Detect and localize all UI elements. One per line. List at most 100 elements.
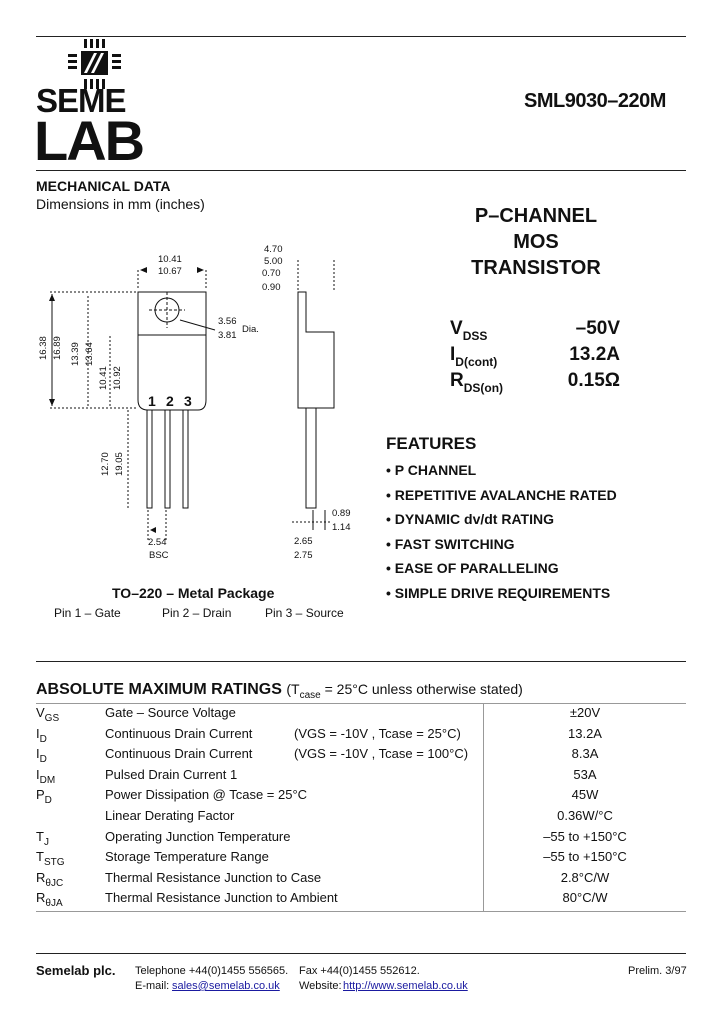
rating-description: Gate – Source Voltage (105, 705, 236, 720)
ratings-header-rule (36, 703, 686, 704)
dim-h-total-a: 16.38 (38, 336, 49, 360)
rating-value: 80°C/W (562, 890, 608, 906)
rating-description: Linear Derating Factor (105, 807, 235, 823)
footer-website-label: Website: (299, 980, 342, 992)
footer-company: Semelab plc. (36, 963, 116, 978)
footer-rule (36, 953, 686, 954)
footer-email-link[interactable]: sales@semelab.co.uk (172, 980, 280, 992)
header-rule (36, 170, 686, 171)
to220-package-drawing: 10.41 10.67 3.56 3.81 Dia. 4.70 5.00 0.7… (38, 244, 351, 561)
logo-text-seme: SEME (36, 82, 127, 119)
rating-description: Thermal Resistance Junction to Case (105, 869, 322, 885)
mechanical-data-subtitle: Dimensions in mm (inches) (36, 196, 205, 212)
dim-lead-a: 12.70 (100, 452, 111, 476)
dim-hole-label: Dia. (242, 324, 259, 335)
pin-1-label: Pin 1 – Gate (54, 606, 121, 620)
dim-lead-w-b: 1.14 (332, 522, 351, 533)
rating-value: –55 to +150°C (543, 849, 627, 865)
ratings-heading: ABSOLUTE MAXIMUM RATINGS (Tcase = 25°C u… (36, 681, 523, 701)
feature-item: • REPETITIVE AVALANCHE RATED (386, 487, 617, 503)
rating-row: ID Continuous Drain Current (VGS = -10V , … (36, 746, 686, 767)
ratings-top-rule (36, 661, 686, 662)
dim-tab-a: 0.70 (262, 268, 281, 279)
pin-3-label: Pin 3 – Source (265, 606, 344, 620)
dim-pitch-note: BSC (149, 550, 169, 561)
footer-status: Prelim. 3/97 (628, 965, 687, 977)
rating-symbol: IDM (36, 766, 56, 786)
rating-condition: (VGS = -10V , Tcase = 100°C) (294, 746, 469, 762)
pin-number-3: 3 (184, 393, 192, 409)
rating-symbol: ID (36, 725, 47, 745)
dim-h-mid-b: 13.64 (84, 342, 95, 366)
rating-symbol: RθJC (36, 869, 64, 889)
footer-website-link[interactable]: http://www.semelab.co.uk (343, 980, 468, 992)
lead-3 (182, 409, 189, 509)
rating-value: 8.3A (571, 746, 599, 762)
lead-2 (164, 409, 171, 509)
rating-description: Power Dissipation @ Tcase = 25°C (105, 787, 308, 803)
dim-tab-b: 0.90 (262, 282, 281, 293)
rating-row: RθJC Thermal Resistance Junction to Case 2… (36, 870, 686, 891)
dim-base-b: 2.75 (294, 550, 313, 561)
part-number: SML9030–220M (524, 90, 666, 112)
rating-description: Continuous Drain Current (105, 725, 253, 741)
mechanical-data-title: MECHANICAL DATA (36, 178, 171, 194)
device-title-line-2: MOS (513, 231, 559, 253)
rating-row: ID Continuous Drain Current (VGS = -10V , … (36, 726, 686, 747)
lead-1 (146, 409, 153, 509)
feature-item: • FAST SWITCHING (386, 536, 515, 552)
feature-item: • DYNAMIC dv/dt RATING (386, 511, 554, 527)
footer-fax: Fax +44(0)1455 552612. (299, 965, 420, 977)
dim-h-total-b: 16.89 (52, 336, 63, 360)
pin-2-label: Pin 2 – Drain (162, 606, 232, 620)
rating-symbol: PD (36, 787, 52, 807)
ratings-bottom-rule (36, 911, 686, 912)
dim-side-a: 4.70 (264, 244, 283, 255)
rating-value: 2.8°C/W (560, 869, 610, 885)
device-title-line-1: P–CHANNEL (474, 205, 598, 227)
package-body-outline (137, 291, 207, 411)
rating-value: ±20V (569, 705, 601, 720)
pin-number-2: 2 (166, 393, 174, 409)
feature-item: • SIMPLE DRIVE REQUIREMENTS (386, 585, 611, 601)
pin-number-1: 1 (148, 393, 156, 409)
dim-hole-a: 3.56 (218, 316, 237, 327)
dim-width-a: 10.41 (158, 254, 182, 265)
spec-rds: RDS(on) 0.15Ω (450, 370, 620, 395)
dim-width-b: 10.67 (158, 266, 182, 277)
rating-description: Storage Temperature Range (105, 849, 269, 865)
rating-condition: (VGS = -10V , Tcase = 25°C) (294, 725, 461, 741)
ratings-col-divider (483, 704, 484, 912)
rating-value: 13.2A (568, 725, 602, 741)
feature-item: • EASE OF PARALLELING (386, 560, 559, 576)
logo-mark-icon (68, 39, 121, 89)
rating-symbol: ID (36, 746, 47, 766)
dim-lead-b: 19.05 (114, 452, 125, 476)
rating-value: 53A (573, 766, 597, 782)
spec-id: ID(cont) 13.2A (450, 344, 620, 369)
rating-description: Operating Junction Temperature (105, 828, 291, 844)
rating-description: Thermal Resistance Junction to Ambient (105, 890, 338, 906)
device-title-line-3: TRANSISTOR (471, 257, 601, 279)
top-rule (36, 36, 686, 37)
rating-row: TSTG Storage Temperature Range –55 to +150… (36, 849, 686, 870)
footer-email-label: E-mail: (135, 980, 170, 992)
rating-description: Continuous Drain Current (105, 746, 253, 762)
features-title: FEATURES (386, 434, 477, 453)
dim-h-mid-a: 13.39 (70, 342, 81, 366)
rating-value: –55 to +150°C (543, 828, 627, 844)
rating-symbol: TSTG (36, 849, 65, 869)
rating-symbol: RθJA (36, 890, 63, 910)
logo-text-lab: LAB (34, 109, 145, 172)
dim-h-body-a: 10.41 (98, 366, 109, 390)
dim-hole-b: 3.81 (218, 330, 237, 341)
footer-phone: Telephone +44(0)1455 556565. (135, 965, 289, 977)
rating-row: RθJA Thermal Resistance Junction to Ambie… (36, 890, 686, 911)
dim-pitch: 2.54 (148, 537, 167, 548)
semelab-logo (36, 37, 161, 167)
